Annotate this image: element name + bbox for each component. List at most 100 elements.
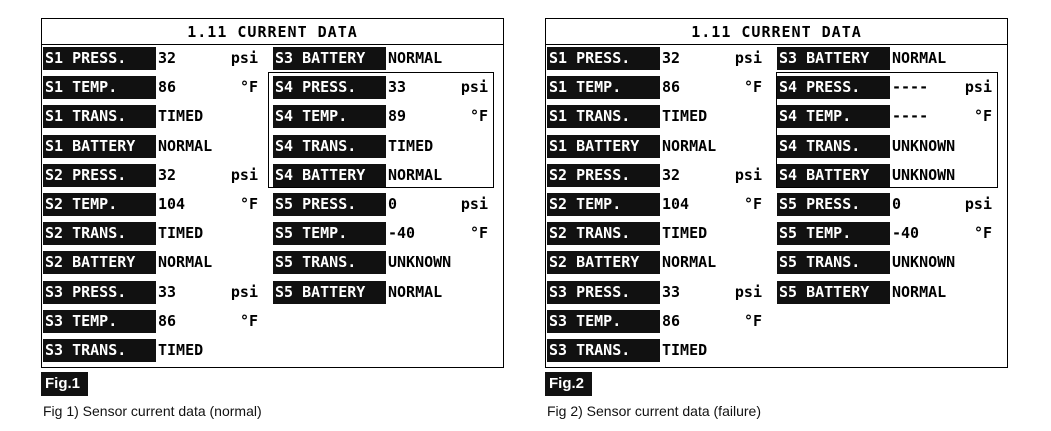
sensor-label: S2 TEMP.	[547, 193, 660, 216]
sensor-label: S4 PRESS.	[273, 76, 386, 100]
sensor-value: NORMAL	[388, 282, 443, 301]
sensor-value: 32	[158, 49, 177, 67]
sensor-label: S2 PRESS.	[547, 163, 660, 187]
figure-tag: Fig.2	[545, 372, 592, 396]
sensor-label: S4 TRANS.	[777, 134, 890, 158]
sensor-unit: °F	[973, 224, 992, 243]
sensor-unit: psi	[460, 78, 488, 97]
sensor-value: ----	[892, 78, 929, 97]
sensor-label: S1 PRESS.	[43, 47, 156, 70]
sensor-unit: °F	[469, 107, 488, 126]
sensor-value: NORMAL	[662, 136, 717, 155]
sensor-label: S3 BATTERY	[273, 47, 386, 70]
sensor-value: TIMED	[662, 341, 708, 359]
sensor-unit: °F	[743, 78, 762, 97]
sensor-label: S5 PRESS.	[273, 193, 386, 216]
sensor-label: S2 TEMP.	[43, 193, 156, 216]
sensor-value: NORMAL	[892, 49, 947, 67]
sensor-value: TIMED	[158, 107, 204, 126]
sensor-label: S4 BATTERY	[273, 163, 386, 187]
sensor-unit: psi	[964, 78, 992, 97]
sensor-label: S1 TEMP.	[547, 76, 660, 100]
sensor-value: 32	[662, 165, 681, 184]
sensor-unit: psi	[964, 195, 992, 213]
panel-title: 1.11 CURRENT DATA	[42, 19, 503, 45]
sensor-value: -40	[892, 224, 920, 243]
figure-caption: Fig 1) Sensor current data (normal)	[43, 403, 262, 419]
panel-title: 1.11 CURRENT DATA	[546, 19, 1007, 45]
sensor-value: NORMAL	[662, 253, 717, 272]
sensor-label: S4 BATTERY	[777, 163, 890, 187]
sensor-value: 86	[158, 311, 177, 330]
figure-caption: Fig 2) Sensor current data (failure)	[547, 403, 761, 419]
sensor-label: S3 TRANS.	[547, 339, 660, 362]
s4-highlight-box	[776, 72, 998, 188]
sensor-value: 0	[892, 195, 902, 213]
sensor-value: ----	[892, 107, 929, 126]
sensor-label: S2 BATTERY	[43, 251, 156, 275]
sensor-value: TIMED	[662, 224, 708, 243]
sensor-unit: °F	[239, 78, 258, 97]
sensor-value: 0	[388, 195, 398, 213]
sensor-value: 33	[662, 282, 681, 301]
sensor-unit: psi	[734, 282, 762, 301]
sensor-label: S2 PRESS.	[43, 163, 156, 187]
sensor-label: S5 PRESS.	[777, 193, 890, 216]
sensor-label: S3 TRANS.	[43, 339, 156, 362]
sensor-value: NORMAL	[388, 49, 443, 67]
sensor-value: NORMAL	[388, 165, 443, 184]
sensor-unit: psi	[230, 282, 258, 301]
sensor-unit: psi	[734, 49, 762, 67]
sensor-unit: psi	[230, 49, 258, 67]
sensor-value: 33	[388, 78, 407, 97]
sensor-label: S3 BATTERY	[777, 47, 890, 70]
sensor-value: 86	[662, 78, 681, 97]
sensor-value: NORMAL	[158, 136, 213, 155]
sensor-value: 86	[662, 311, 681, 330]
sensor-label: S3 TEMP.	[43, 309, 156, 333]
s4-highlight-box	[268, 72, 494, 188]
figure-tag: Fig.1	[41, 372, 88, 396]
sensor-label: S5 TRANS.	[777, 251, 890, 275]
sensor-value: 104	[158, 195, 186, 213]
sensor-unit: °F	[973, 107, 992, 126]
sensor-value: UNKNOWN	[892, 253, 956, 272]
sensor-label: S5 TEMP.	[777, 222, 890, 246]
sensor-label: S2 TRANS.	[43, 222, 156, 246]
sensor-value: NORMAL	[892, 282, 947, 301]
sensor-value: 89	[388, 107, 407, 126]
sensor-value: UNKNOWN	[892, 136, 956, 155]
sensor-label: S4 TRANS.	[273, 134, 386, 158]
sensor-value: UNKNOWN	[892, 165, 956, 184]
sensor-unit: °F	[743, 311, 762, 330]
sensor-unit: psi	[734, 165, 762, 184]
sensor-label: S1 BATTERY	[547, 134, 660, 158]
sensor-unit: psi	[460, 195, 488, 213]
sensor-unit: psi	[230, 165, 258, 184]
sensor-label: S4 TEMP.	[777, 105, 890, 129]
sensor-value: TIMED	[662, 107, 708, 126]
sensor-value: TIMED	[388, 136, 434, 155]
sensor-value: 86	[158, 78, 177, 97]
sensor-label: S4 PRESS.	[777, 76, 890, 100]
sensor-value: 32	[158, 165, 177, 184]
sensor-value: 32	[662, 49, 681, 67]
sensor-label: S5 TEMP.	[273, 222, 386, 246]
sensor-unit: °F	[239, 195, 258, 213]
sensor-label: S1 TEMP.	[43, 76, 156, 100]
sensor-value: NORMAL	[158, 253, 213, 272]
sensor-label: S4 TEMP.	[273, 105, 386, 129]
sensor-unit: °F	[469, 224, 488, 243]
sensor-value: -40	[388, 224, 416, 243]
sensor-label: S3 PRESS.	[547, 280, 660, 304]
sensor-label: S2 TRANS.	[547, 222, 660, 246]
sensor-label: S1 BATTERY	[43, 134, 156, 158]
sensor-value: 33	[158, 282, 177, 301]
sensor-label: S1 TRANS.	[547, 105, 660, 129]
sensor-label: S2 BATTERY	[547, 251, 660, 275]
sensor-value: UNKNOWN	[388, 253, 452, 272]
sensor-label: S1 PRESS.	[547, 47, 660, 70]
sensor-value: TIMED	[158, 224, 204, 243]
